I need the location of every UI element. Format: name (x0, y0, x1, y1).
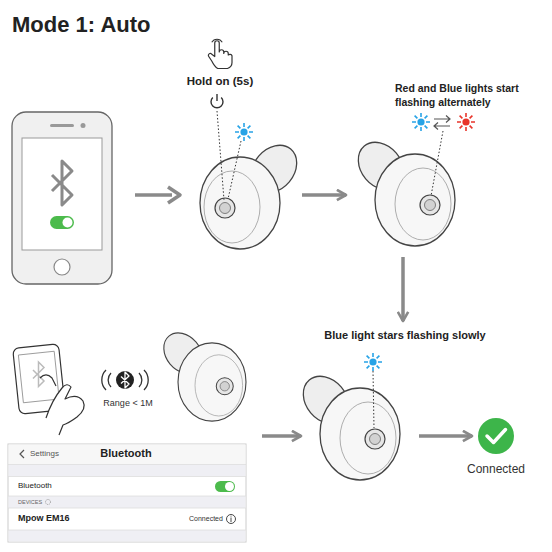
settings-screen (227, 515, 236, 524)
bluetooth-icon (102, 370, 148, 390)
flow-arrow (419, 434, 472, 438)
flow-arrow (135, 187, 180, 203)
leader-line (217, 111, 224, 200)
settings-screen (8, 444, 246, 542)
leader-line (228, 141, 241, 199)
node-text: Connected (446, 462, 546, 476)
settings-screen (9, 496, 246, 508)
leader-line (373, 371, 374, 428)
check-icon (478, 418, 514, 454)
phone-illustration (22, 138, 102, 250)
hand-icon (208, 39, 232, 68)
node-text: Red and Blue lights start flashing alter… (395, 81, 545, 109)
earbud (200, 136, 306, 249)
settings-screen (225, 482, 234, 491)
leader-line (217, 111, 241, 200)
hand-phone-illustration (46, 385, 84, 435)
swap-arrows (434, 116, 450, 123)
node-text: DEVICES (18, 499, 78, 506)
bluetooth-icon (116, 371, 134, 389)
phone-illustration (12, 112, 112, 284)
hand-phone-illustration (40, 375, 56, 386)
flow-arrow (401, 257, 405, 321)
phone-illustration (12, 112, 112, 284)
flow-arrow (168, 187, 180, 203)
phone-illustration (52, 161, 72, 205)
node-text: Connected (189, 515, 234, 523)
settings-node: SettingsBluetoothBluetoothDEVICESMpow EM… (8, 340, 258, 545)
blue-light (412, 113, 430, 131)
diagram-title: Mode 1: Auto (12, 12, 151, 38)
hand-icon (208, 41, 232, 69)
step-node: Red and Blue lights start flashing alter… (350, 78, 520, 253)
node-text: Bluetooth (76, 447, 176, 460)
step-node: Blue light stars flashing slowly (305, 325, 415, 485)
settings-screen (231, 516, 232, 522)
settings-screen (9, 465, 246, 477)
phone-illustration (81, 123, 86, 128)
power-icon (211, 94, 223, 108)
phone-illustration (54, 259, 70, 275)
node-text: Hold on (5s) (170, 74, 270, 88)
blue-light (235, 123, 253, 141)
check-icon (487, 430, 506, 443)
range-label: Range < 1M (98, 398, 158, 408)
earbud (156, 325, 246, 421)
phone-illustration (63, 218, 73, 228)
check-icon (478, 418, 514, 454)
blue-light (364, 353, 382, 371)
red-light (457, 113, 475, 131)
phone-illustration (50, 216, 74, 229)
phone-illustration (50, 124, 74, 127)
hand-phone-illustration (33, 362, 44, 387)
settings-screen (20, 450, 24, 458)
result-node: Connected (476, 416, 516, 456)
bluetooth-icon (121, 372, 129, 388)
bluetooth-icon (102, 370, 148, 390)
hand-phone-illustration (13, 344, 84, 435)
hand-phone-illustration (18, 351, 59, 403)
settings-screen (215, 481, 235, 492)
swap-arrows (434, 123, 450, 130)
settings-screen (9, 530, 246, 542)
leader-line (373, 371, 374, 428)
node-text: Settings (30, 449, 90, 459)
node-text: Bluetooth (18, 481, 98, 491)
node-text: Blue light stars flashing slowly (305, 329, 505, 342)
earbud (294, 367, 400, 480)
settings-screen (8, 444, 246, 542)
settings-screen (8, 465, 246, 531)
flow-arrow (302, 193, 346, 197)
power-icon (216, 94, 217, 101)
node-text: Mpow EM16 (18, 513, 118, 524)
settings-screen (46, 500, 51, 505)
settings-screen (9, 445, 246, 465)
step-node: Hold on (5s) (190, 68, 298, 260)
hand-icon (212, 39, 223, 42)
leader-line (431, 131, 443, 196)
swap-arrows (434, 116, 450, 130)
flow-arrow (262, 434, 301, 438)
flow-arrow (135, 193, 172, 197)
leader-line (431, 131, 443, 196)
earbud (349, 133, 455, 246)
